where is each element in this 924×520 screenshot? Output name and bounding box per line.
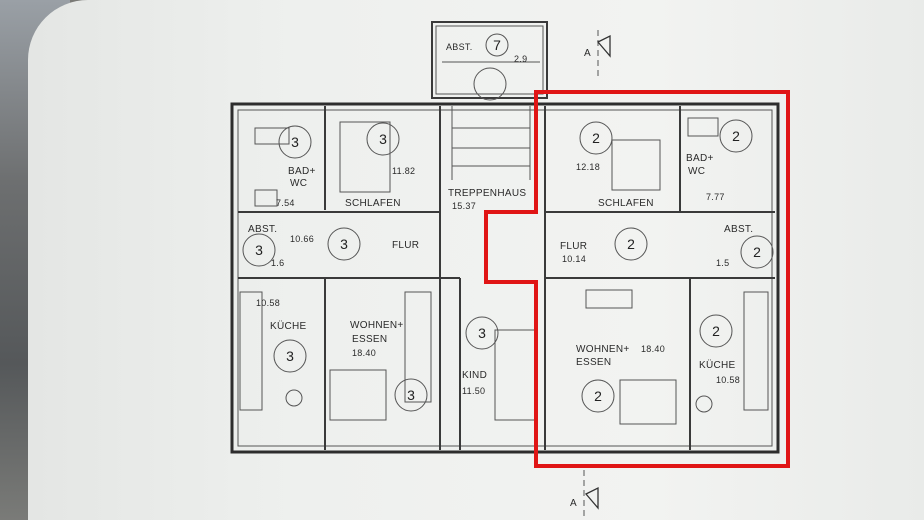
room-number-schlafen-left: 3 (379, 131, 387, 147)
label-flur-left: FLUR (392, 240, 419, 251)
building-walls (230, 102, 780, 454)
label-bad-left-1: BAD+ (288, 166, 316, 177)
label-treppenhaus: TREPPENHAUS (448, 188, 526, 199)
area-kind: 11.50 (462, 386, 485, 396)
label-kind: KIND (462, 370, 487, 381)
furniture (239, 117, 769, 425)
label-abst-right: ABST. (724, 224, 753, 235)
label-wohnen-right-2: ESSEN (576, 357, 611, 368)
room-labels: ABST. 2.9 BAD+ WC 7.54 SCHLAFEN 11.82 TR… (248, 42, 753, 396)
area-schlafen-left: 11.82 (392, 166, 415, 176)
room-number-schlafen-right: 2 (592, 130, 600, 146)
room-number-wohnen-right: 2 (594, 388, 602, 404)
label-kueche-left: KÜCHE (270, 320, 307, 332)
area-schlafen-right: 12.18 (576, 162, 600, 172)
area-wohnen-left: 18.40 (352, 348, 376, 358)
area-bad-left: 7.54 (276, 198, 295, 208)
room-number-markers: 7 3 3 3 3 3 3 3 2 2 2 2 2 2 (242, 33, 774, 413)
area-abst-top: 2.9 (514, 54, 527, 64)
room-number-abst-top: 7 (493, 37, 501, 53)
label-abst-top: ABST. (446, 42, 473, 52)
room-number-kueche-left: 3 (286, 348, 294, 364)
area-flur-left: 10.66 (290, 234, 314, 244)
area-kueche-right: 10.58 (716, 375, 740, 385)
area-treppenhaus: 15.37 (452, 201, 476, 211)
label-schlafen-right: SCHLAFEN (598, 198, 654, 209)
area-abst-right: 1.5 (716, 258, 729, 268)
label-wohnen-right-1: WOHNEN+ (576, 344, 630, 355)
section-marker-label-top: A (584, 48, 591, 59)
room-number-kueche-right: 2 (712, 323, 720, 339)
label-flur-right: FLUR (560, 241, 587, 252)
label-schlafen-left: SCHLAFEN (345, 198, 401, 209)
area-kueche-left: 10.58 (256, 298, 280, 308)
section-marker-label-bottom: A (570, 498, 577, 509)
room-number-abst-left: 3 (255, 242, 263, 258)
apartment-highlight (484, 90, 790, 468)
room-number-bad-left: 3 (291, 134, 299, 150)
room-number-flur-left: 3 (340, 236, 348, 252)
section-marker-top: A (584, 30, 611, 80)
area-abst-left: 1.6 (271, 258, 284, 268)
section-marker-bottom: A (570, 470, 599, 520)
room-number-flur-right: 2 (627, 236, 635, 252)
area-bad-right: 7.77 (706, 192, 725, 202)
paper-sheet (28, 0, 924, 520)
label-bad-right-2: WC (688, 166, 705, 177)
stair-tower-top (431, 21, 548, 101)
room-number-bad-right: 2 (732, 128, 740, 144)
label-wohnen-left-1: WOHNEN+ (350, 320, 404, 331)
room-number-kind: 3 (478, 325, 486, 341)
room-number-abst-right: 2 (753, 244, 761, 260)
label-kueche-right: KÜCHE (699, 359, 736, 371)
label-wohnen-left-2: ESSEN (352, 334, 387, 345)
area-flur-right: 10.14 (562, 254, 586, 264)
label-abst-left: ABST. (248, 224, 277, 235)
area-wohnen-right: 18.40 (641, 344, 665, 354)
label-bad-left-2: WC (290, 178, 307, 189)
room-number-wohnen-left: 3 (407, 387, 415, 403)
label-bad-right-1: BAD+ (686, 153, 714, 164)
